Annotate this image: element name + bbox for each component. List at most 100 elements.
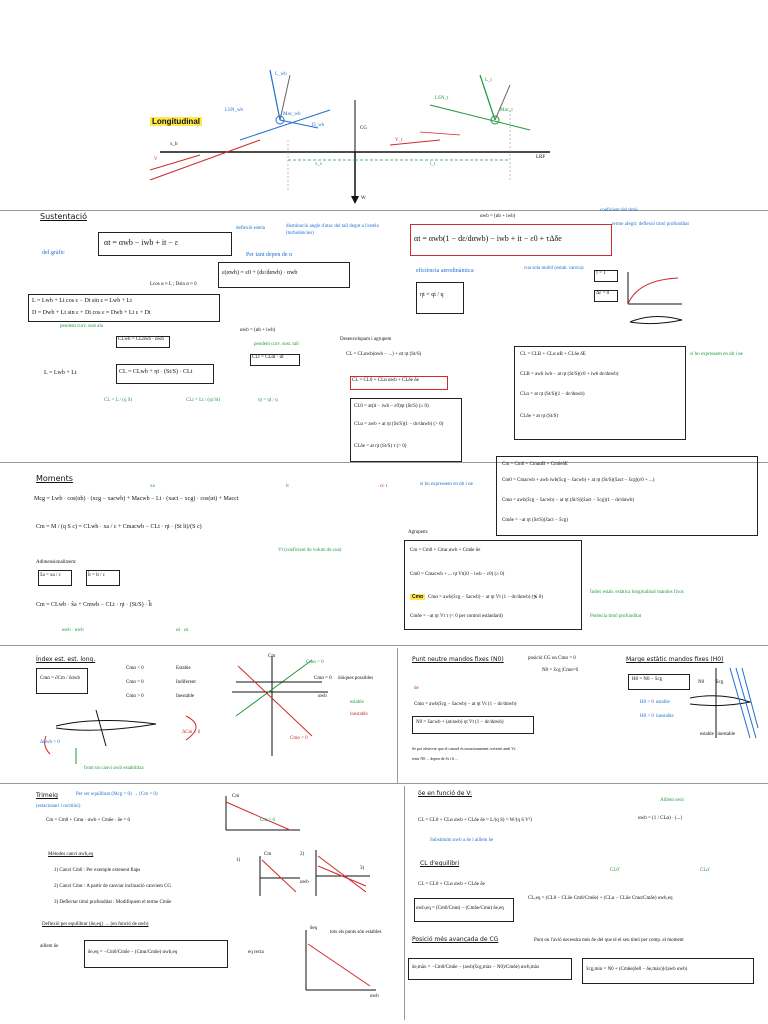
h0-box (628, 674, 690, 690)
case-cond-2: Cmα > 0 (126, 694, 144, 699)
cm-trim-eq: Cm = Cm0 + Cmα · αwb + Cmδe · δe = 0 (46, 818, 131, 823)
cm-ab-eq-0: Cm = Cm0 + CmααB + CmδeδE (502, 462, 568, 467)
pendent-wb-note: pendent curv. sust ala (60, 324, 103, 329)
cl-ab-eq-3: CLδe = at ηt (St/S) (520, 414, 559, 419)
de-eq-box (84, 940, 228, 968)
case-cond-0: Cmα < 0 (126, 666, 144, 671)
section-divider (0, 783, 768, 784)
h0-label-inestable: inestable (656, 714, 674, 719)
cl-coeffs-box (350, 398, 462, 462)
epsilon-box (218, 262, 350, 288)
tau-box-1 (594, 270, 618, 282)
lift-t-label: L_t (485, 78, 492, 83)
cmde-eq: Cmδe = −at ηt Vt τ (< 0 per control està… (410, 614, 503, 619)
trim-graph-cm0: Cm = 0 (260, 818, 276, 823)
del-grafic-note: del gràfic (42, 250, 65, 256)
trim-graphs (225, 796, 370, 896)
clde-eq: CLδe = at ηt (St/S) τ (> 0) (354, 444, 407, 449)
vt-note: Vt (coeficient de volum de cua) (278, 548, 342, 553)
trim-graph-1: 1) (236, 858, 241, 863)
tots-note: tots els punts són estables (330, 930, 382, 935)
cma-def: Cmα = ∂Cm / ∂αwb (40, 676, 80, 681)
lsn-wb-label: LSN_wb (225, 108, 244, 113)
graph-label-neg: Cmα < 0 (290, 736, 308, 741)
timo-note: coeficient del timó (600, 208, 638, 213)
h0-label-xcg: x̂cg (716, 680, 724, 685)
trim-graph-alpha: αwb (300, 880, 309, 885)
h0-label-pos: H0 > 0 (640, 700, 654, 705)
graph-label-alpha: αwb (318, 694, 327, 699)
h0-label-neg: H0 < 0 (640, 714, 654, 719)
trim-graph-2: 2) (300, 852, 305, 857)
l-sum-eq: L = Lwb + Lt (44, 370, 77, 376)
n0-box (412, 716, 534, 734)
alpha-wb-note: αwb = (αb + iwb) (240, 328, 276, 333)
drag-wb-label: D_wb (312, 123, 325, 128)
section-title-trim: Trimeig (36, 792, 58, 799)
graph2-de: δeq (310, 926, 318, 931)
cm-adim-eq: Cm = CLwb · x̂a + Cmwb − CLt · ηt · (St/… (36, 602, 152, 608)
lt-moment-label: lt (286, 484, 289, 489)
xb-label: x_b (170, 142, 178, 147)
tau-note: terme afegit: deflexió timó profunditat (612, 222, 689, 227)
trim-graph-3: 3) (360, 866, 365, 871)
tau-value-1: τ = 1 (596, 271, 606, 276)
punt-neutre-note: posició CG on Cmα = 0 (528, 656, 576, 661)
posicio-title: Posició més avançada de CG (412, 936, 499, 943)
drag-eq: D = Dwb + Lt sin ε + Dt cos ε ≈ Dwb + Lt… (32, 310, 151, 316)
xcg-min-box (582, 958, 754, 984)
cg-label: CG (360, 126, 367, 131)
lt-hat-def: l̂t = lt / c (88, 573, 105, 578)
cl-ab-note: si ho expressem en αb i αe (690, 352, 744, 357)
unitats-note: úniques possibles (338, 676, 374, 681)
awb-eq-full: αwb,eq = (Cm0/Cmα) − (Cmδe/Cmα) δe,eq (416, 906, 504, 911)
alpha-t-full-eq: αt = αwb(1 − dε/dαwb) − iwb + it − ε0 + … (414, 234, 562, 243)
clwb-eq: CLwb = CLαwb · αwb (118, 337, 164, 342)
graph2-alpha: αwb (370, 994, 379, 999)
eta-eq: ηt = qt / q (420, 292, 444, 298)
vt-label: V_t (395, 138, 403, 143)
section-divider (0, 210, 768, 211)
cua-note: cua sola mobil (estab. canvia) (524, 266, 584, 271)
cl-ab-box (514, 346, 686, 440)
h0-eq: H0 = N0 − x̂cg (632, 677, 663, 682)
cm-ab-eq-2: Cmα = awb(x̂cg − x̂acwb) − at ηt (St/S)(… (502, 498, 635, 503)
adim-label: Adimensionalitzem: (36, 560, 77, 565)
xs-label: x_s (315, 162, 322, 167)
cl-eq-full: CL,eq = (CL0 − CLδe Cm0/Cmδe) + (CLα − C… (528, 896, 673, 901)
eta-def: ηt = qt / q (258, 398, 278, 403)
case-result-2: Inestable (176, 694, 195, 699)
pendent-t-note: pendent curv. sust. tail (254, 342, 299, 347)
cl-group-eq: CL = CL0 + CLα αwb + CLδe δe (352, 378, 419, 383)
efficiency-title: eficiència aerodinàmica: (416, 268, 475, 274)
method-3: 3) Deflectar timó profunditat : Modifiqu… (54, 900, 172, 905)
index-note: Índex estab. estàtica longitudinal mando… (590, 590, 684, 595)
agrupem-label: Agrupem: (408, 530, 429, 535)
alpha-t-note: αwb = (αb + iwb) (480, 214, 516, 219)
tau-value-2: Δε = 0 (596, 291, 610, 296)
awb-eq: αwb = (1 / CLα) · (...) (638, 816, 683, 821)
de-label: de (414, 686, 419, 691)
cl-equilibri-title: CL d'equilibri (420, 860, 460, 867)
desenvolupam-label: Desenvolupam i agrupem (340, 337, 392, 342)
clt-def: CLt = Lt / (qt St) (186, 398, 221, 403)
recta-note: eq recta (248, 950, 264, 955)
note-small-1: Se pot observar que el canard és monoton… (412, 746, 517, 751)
note-small-2: tenir N0 ... depen de St i lt ... (412, 756, 459, 761)
cos-approx-note: Lcos α ≈ L ; Dsin α ≈ 0 (150, 282, 197, 287)
tau-graph (627, 272, 683, 325)
case-cond-1: Cmα = 0 (126, 680, 144, 685)
marge-sketch (689, 667, 759, 739)
cl-ab-eq-1: CLB = awb iwb − at ηt (St/S)(ε0 + iwb dε… (520, 372, 619, 377)
section-title-index: Índex est. est. long. (36, 656, 96, 663)
potencia-note: Potència timó profunditat (590, 614, 642, 619)
de-eq: δe,eq = −Cm0/Cmδe − (Cmα/Cmδe) αwb,eq (88, 950, 178, 955)
marge-title: Marge estàtic mandos fixes (H0) (626, 656, 724, 663)
deflexio-title: Deflexió per equilibrar (δe,eq) → (en fu… (42, 922, 149, 927)
cl-v-eq: CL = CL0 + CLα αwb + CLδe δe = L/(q S) =… (418, 818, 532, 823)
delta-cm-label: ΔCm < 0 (182, 730, 201, 735)
cma-def-box (36, 668, 88, 694)
per-tant-note: Per tant depen de α (246, 252, 293, 258)
n0-full-eq: N0 = x̂acwb + (at/awb) ηt Vt (1 − dε/dαw… (416, 720, 504, 725)
posicio-note: Punt on l'avió necessita més δe del que … (534, 938, 684, 943)
